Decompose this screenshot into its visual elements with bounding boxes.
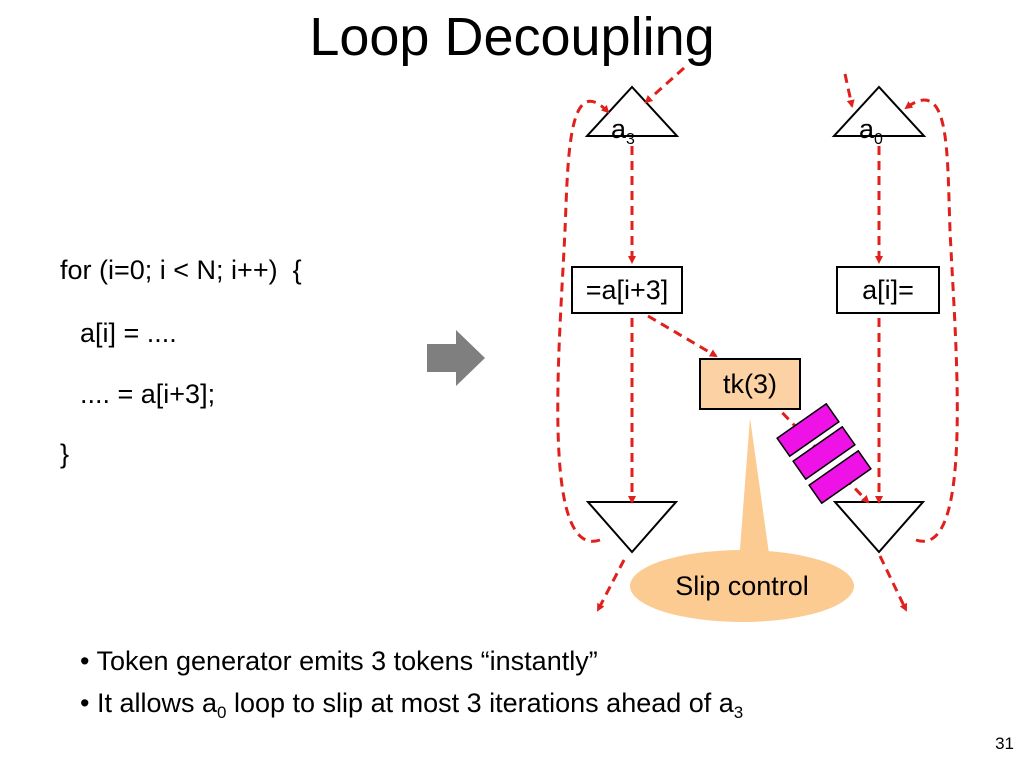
bullet-slip-part1: • It allows a [80,688,218,718]
load-node: =a[i+3] [571,266,683,314]
input-arrow-a3 [644,66,686,104]
token [808,449,872,505]
a0-label: a0 [859,114,883,149]
a0-label-sub: 0 [874,131,883,148]
slip-control-label: Slip control [675,571,809,601]
token-generator-node: tk(3) [699,358,801,410]
a0-triangle [831,85,927,137]
input-arrow-a0 [843,73,855,108]
output-arrow-left [596,559,626,612]
page-number: 31 [995,734,1014,753]
bullet-slip-sub2: 3 [733,703,744,722]
bullet-slip-part2: loop to slip at most 3 iterations ahead … [226,688,734,718]
arrow-load-to-tk [647,314,718,358]
code-line-store: a[i] = .... [80,318,177,348]
left-merge-triangle [585,501,679,554]
slip-control-pointer [738,418,772,575]
right-loop-back [904,98,959,543]
a3-label-sub: 3 [626,131,635,148]
token [792,425,856,481]
transform-arrow [427,330,485,386]
left-loop-back [556,99,610,543]
token [776,402,840,458]
bullet-slip: • It allows a0 loop to slip at most 3 it… [80,686,743,724]
code-line-load: .... = a[i+3]; [80,379,216,409]
output-arrow-right [878,555,908,612]
a3-label-base: a [611,114,627,144]
store-node: a[i]= [836,266,940,314]
code-line-for: for (i=0; i < N; i++) { [60,255,302,285]
arrow-tk-to-merge [770,400,870,504]
bullet-token-generator: • Token generator emits 3 tokens “instan… [80,646,598,676]
bullet-slip-sub1: 0 [217,703,227,722]
a3-triangle [584,85,680,137]
slip-control-callout [630,550,854,622]
slide-title: Loop Decoupling [309,7,715,67]
code-line-close: } [60,439,70,469]
right-merge-triangle [832,501,926,554]
a3-label: a3 [611,114,635,149]
a0-label-base: a [859,114,875,144]
